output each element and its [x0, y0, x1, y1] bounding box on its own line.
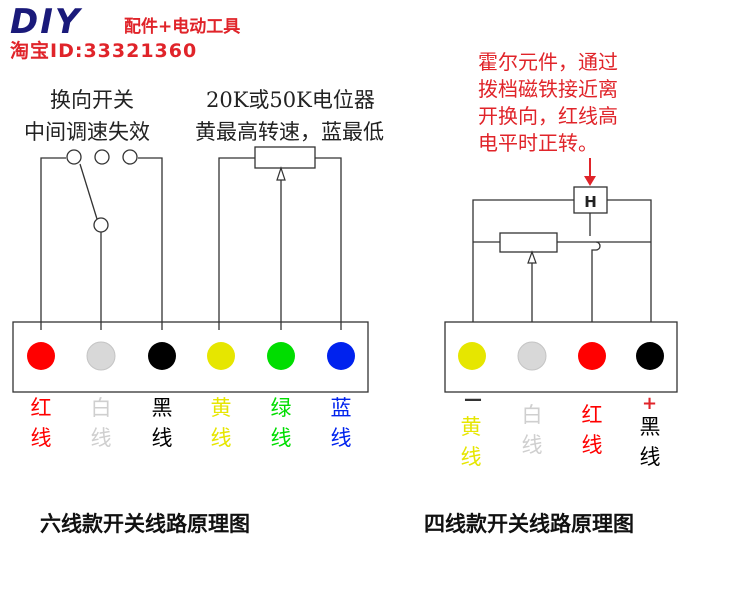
pot-left-wire — [218, 157, 255, 330]
six-wire-wire-label-5: 绿线 — [270, 396, 292, 450]
switch-left-wire — [40, 157, 66, 330]
switch-right-wire — [138, 157, 163, 330]
hall-pointer-arrowhead — [584, 176, 596, 186]
six-wire-wire-label-1: 红线 — [30, 396, 52, 450]
six-wire-dots — [27, 341, 355, 371]
six-wire-dot-5 — [267, 342, 295, 370]
hall-right-wire — [607, 199, 652, 322]
four-wire-dots — [458, 341, 664, 371]
hall-left-wire — [472, 199, 574, 322]
six-wire-wire-label-4: 黄线 — [210, 396, 232, 450]
diy-logo: DIY — [10, 2, 82, 42]
hall-note-line-3: 开换向，红线高 — [478, 104, 618, 128]
switch-terminal-1 — [66, 149, 82, 165]
hall-note-line-1: 霍尔元件，通过 — [478, 50, 618, 74]
pot-label-2: 黄最高转速，蓝最低 — [195, 120, 384, 144]
plus-sign: + — [642, 393, 658, 414]
four-wire-dot-1 — [458, 342, 486, 370]
six-wire-dot-1 — [27, 342, 55, 370]
pot4-wiper-arrow — [527, 250, 537, 264]
switch-terminal-2 — [94, 149, 110, 165]
hall-note-line-4: 电平时正转。 — [478, 131, 598, 155]
hall-note-line-2: 拨档磁铁接近离 — [478, 77, 618, 101]
switch-lever — [79, 163, 98, 220]
six-wire-dot-6 — [327, 342, 355, 370]
four-wire-wire-label-4: 黑线 — [639, 415, 661, 469]
four-wire-dot-4 — [636, 342, 664, 370]
pot-right-wire — [315, 157, 342, 330]
shop-id: 淘宝ID:33321360 — [10, 40, 198, 62]
pot4-crossover — [588, 241, 601, 322]
four-wire-wire-label-3: 红线 — [581, 403, 603, 457]
six-wire-wire-label-2: 白线 — [90, 396, 112, 450]
four-wire-dot-2 — [517, 341, 547, 371]
switch-label-1: 换向开关 — [50, 88, 134, 112]
switch-label-2: 中间调速失效 — [24, 120, 150, 144]
four-wire-potentiometer — [499, 232, 558, 253]
hall-symbol: H — [584, 193, 597, 211]
switch-common-terminal — [93, 217, 109, 233]
four-wire-wire-label-2: 白线 — [521, 403, 543, 457]
six-wire-wire-label-3: 黑线 — [151, 396, 173, 450]
four-wire-wire-label-1: 黄线 — [460, 415, 482, 469]
logo-subtitle: 配件+电动工具 — [124, 17, 241, 37]
pot-label-1: 20K或50K电位器 — [206, 88, 375, 112]
four-wire-connector — [444, 321, 678, 393]
six-wire-wire-label-6: 蓝线 — [330, 396, 352, 450]
four-wire-caption: 四线款开关线路原理图 — [424, 512, 634, 536]
switch-terminal-3 — [122, 149, 138, 165]
six-wire-dot-2 — [86, 341, 116, 371]
minus-sign: — — [464, 389, 482, 410]
potentiometer — [254, 146, 316, 169]
four-wire-dot-3 — [578, 342, 606, 370]
six-wire-dot-4 — [207, 342, 235, 370]
six-wire-caption: 六线款开关线路原理图 — [40, 512, 250, 536]
six-wire-dot-3 — [148, 342, 176, 370]
six-wire-connector — [12, 321, 369, 393]
pot-wiper-arrow — [276, 166, 286, 181]
